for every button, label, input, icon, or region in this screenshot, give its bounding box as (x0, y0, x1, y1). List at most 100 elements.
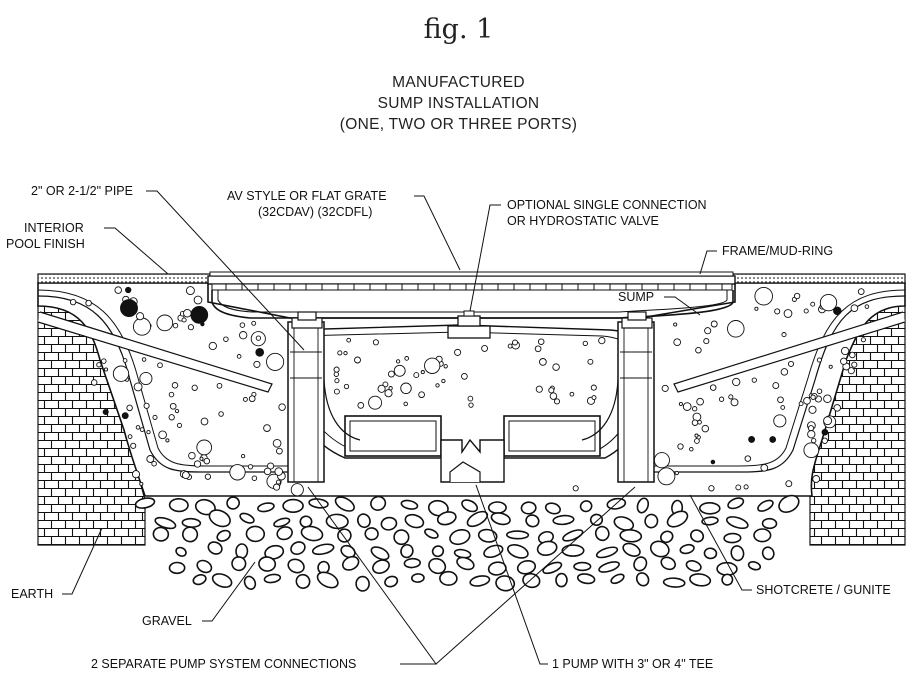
aggregate-pebble (810, 394, 816, 400)
aggregate-pebble (769, 436, 777, 443)
aggregate-pebble (253, 360, 261, 368)
label-frame: FRAME/MUD-RING (722, 244, 834, 258)
gravel-stone (505, 530, 530, 540)
aggregate-pebble (653, 452, 670, 469)
gravel-stone (340, 544, 356, 559)
aggregate-pebble (120, 299, 138, 318)
aggregate-pebble (840, 346, 850, 356)
label-one-pump: 1 PUMP WITH 3" OR 4" TEE (552, 657, 714, 671)
tee-bottom-outlet (449, 461, 481, 482)
gravel-stone (685, 560, 702, 572)
aggregate-pebble (673, 338, 682, 347)
gravel-stone (778, 494, 800, 513)
aggregate-pebble (343, 350, 348, 356)
aggregate-pebble (816, 388, 823, 394)
gravel-stone (507, 544, 529, 559)
aggregate-pebble (85, 299, 92, 307)
aggregate-pebble (708, 485, 715, 492)
aggregate-pebble (112, 365, 130, 382)
aggregate-pebble (272, 438, 282, 448)
pump-tee-right (503, 415, 601, 457)
gravel-stone (461, 499, 479, 513)
gravel-stone (689, 573, 712, 587)
diagram-title-line-3: (ONE, TWO OR THREE PORTS) (339, 116, 578, 133)
aggregate-pebble (229, 464, 246, 481)
aggregate-pebble (346, 337, 352, 343)
aggregate-pebble (553, 398, 561, 405)
aggregate-pebble (223, 336, 229, 342)
sweep-elbow-left (323, 379, 361, 441)
aggregate-pebble (443, 364, 448, 369)
aggregate-pebble (187, 324, 194, 331)
diagram-title-line-2: SUMP INSTALLATION (377, 95, 540, 112)
aggregate-pebble (372, 339, 379, 346)
aggregate-pebble (333, 371, 339, 377)
gravel-stone (690, 529, 705, 543)
gravel-stone (644, 513, 659, 529)
gravel-stone (701, 516, 719, 526)
gravel-stone (536, 540, 558, 556)
aggregate-pebble (727, 320, 745, 338)
gravel-stone (287, 558, 305, 574)
aggregate-pebble (692, 406, 698, 412)
gravel-stone (243, 575, 257, 590)
gravel-stone (660, 530, 674, 544)
leader-sump (664, 296, 701, 316)
gravel-stone (295, 573, 311, 589)
aggregate-pebble (239, 322, 246, 328)
gravel-stone (400, 543, 414, 559)
frame-mud-ring (207, 271, 736, 285)
aggregate-pebble (718, 396, 725, 402)
drain-pipe-right (673, 311, 906, 393)
aggregate-pebble (694, 433, 699, 438)
aggregate-pebble (132, 317, 152, 336)
aggregate-pebble (851, 361, 858, 368)
gravel-stone (208, 509, 231, 528)
aggregate-pebble (251, 475, 258, 481)
aggregate-pebble (552, 363, 560, 371)
gravel-stone (439, 570, 458, 586)
aggregate-pebble (549, 392, 558, 400)
aggregate-pebble (131, 470, 141, 479)
interior-finish-curve-right-inner (650, 289, 906, 467)
aggregate-pebble (420, 370, 425, 375)
aggregate-pebble (828, 364, 833, 369)
gravel-stone (449, 528, 471, 546)
gravel-stone (753, 528, 772, 543)
av-grate (211, 283, 733, 291)
gravel-stone (168, 561, 186, 575)
aggregate-pebble (424, 357, 441, 374)
gravel-stone (594, 525, 610, 542)
aggregate-pebble (263, 467, 272, 476)
gravel-stone (666, 510, 689, 528)
aggregate-pebble (803, 308, 809, 314)
gravel-stone (431, 545, 445, 558)
gravel-stone (525, 514, 540, 528)
gravel-stone (282, 498, 304, 514)
gravel-stone (258, 556, 277, 572)
gravel-stone (703, 547, 718, 560)
gravel-stone (370, 546, 390, 561)
gravel-stone (562, 529, 584, 542)
aggregate-pebble (102, 408, 109, 416)
aggregate-pebble (196, 439, 213, 456)
aggregate-pebble (157, 362, 163, 369)
gravel-stone (555, 572, 568, 588)
aggregate-pebble (165, 438, 170, 443)
gravel-stone (598, 561, 620, 573)
aggregate-pebble (582, 340, 588, 347)
gravel-stone (424, 528, 439, 539)
aggregate-pebble (255, 347, 265, 357)
aggregate-pebble (534, 345, 542, 353)
aggregate-pebble (181, 317, 187, 323)
aggregate-pebble (343, 383, 350, 390)
gravel-stone (466, 510, 489, 528)
aggregate-pebble (384, 389, 393, 398)
gravel-stone (403, 557, 421, 569)
aggregate-pebble (267, 462, 275, 470)
aggregate-pebble (748, 435, 756, 443)
aggregate-pebble (823, 416, 833, 426)
aggregate-pebble (127, 434, 133, 439)
aggregate-pebble (274, 467, 283, 476)
leader-frame (699, 250, 717, 275)
